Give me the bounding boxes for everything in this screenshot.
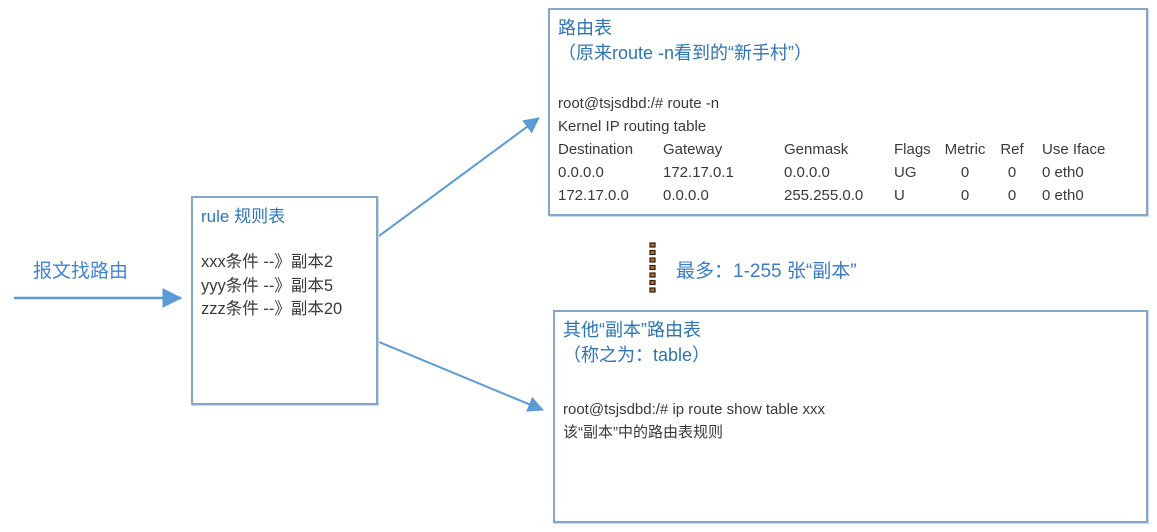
- rule-box-title: rule 规则表: [201, 207, 286, 226]
- table-caption: Kernel IP routing table: [558, 118, 707, 135]
- terminal-command: root@tsjsdbd:/# ip route show table xxx: [563, 401, 826, 418]
- packet-find-route-label: 报文找路由: [33, 261, 129, 282]
- table-cell: UG: [894, 164, 917, 181]
- kernel-routing-table: Destination Gateway Genmask Flags Metric…: [558, 138, 1138, 207]
- col-header: Metric: [944, 141, 986, 158]
- table-cell: 0: [1007, 164, 1017, 181]
- table-cell: 0 eth0: [1042, 187, 1084, 204]
- vertical-dotted-line-icon: [649, 242, 656, 293]
- table-cell: 255.255.0.0: [784, 187, 864, 204]
- table-cell: 172.17.0.1: [663, 164, 734, 181]
- table-cell: 0: [960, 187, 970, 204]
- arrow-down-right-icon: [378, 341, 544, 412]
- rule-entry: xxx条件 --》副本2: [201, 253, 333, 271]
- other-box-subtitle: （称之为：table）: [563, 345, 711, 365]
- max-copies-note: 最多：1-255 张“副本”: [676, 261, 857, 282]
- table-cell: 0 eth0: [1042, 164, 1084, 181]
- other-box-title: 其他“副本”路由表: [563, 320, 701, 340]
- terminal-command: root@tsjsdbd:/# route -n: [558, 95, 720, 112]
- table-cell: 0: [960, 164, 970, 181]
- col-header: Genmask: [784, 141, 849, 158]
- table-cell: 0.0.0.0: [663, 187, 709, 204]
- rule-entry: yyy条件 --》副本5: [201, 276, 333, 295]
- rule-table-box: rule 规则表 xxx条件 --》副本2 yyy条件 --》副本5 zzz条件…: [191, 196, 378, 405]
- col-header: Ref: [1000, 141, 1024, 158]
- route-n-output: root@tsjsdbd:/# route -n Kernel IP routi…: [558, 92, 1138, 207]
- ip-route-show-output: root@tsjsdbd:/# ip route show table xxx …: [563, 398, 1138, 444]
- rule-entry: zzz条件 --》副本20: [201, 300, 343, 318]
- main-box-subtitle: （原来route -n看到的“新手村”）: [558, 43, 813, 63]
- col-header: Flags: [894, 141, 931, 158]
- main-box-title: 路由表: [558, 18, 612, 38]
- table-cell: 0.0.0.0: [784, 164, 830, 181]
- table-cell: 0: [1007, 187, 1017, 204]
- col-header: Gateway: [663, 141, 723, 158]
- main-route-table-box: 路由表 （原来route -n看到的“新手村”） root@tsjsdbd:/#…: [548, 8, 1148, 216]
- table-cell: U: [894, 187, 905, 204]
- col-header: Destination: [558, 141, 634, 158]
- col-header: Use Iface: [1042, 141, 1106, 158]
- table-cell: 0.0.0.0: [558, 164, 604, 181]
- terminal-description: 该“副本”中的路由表规则: [563, 424, 723, 441]
- table-cell: 172.17.0.0: [558, 187, 629, 204]
- other-route-table-box: 其他“副本”路由表 （称之为：table） root@tsjsdbd:/# ip…: [553, 310, 1148, 523]
- arrow-up-right-icon: [378, 117, 540, 237]
